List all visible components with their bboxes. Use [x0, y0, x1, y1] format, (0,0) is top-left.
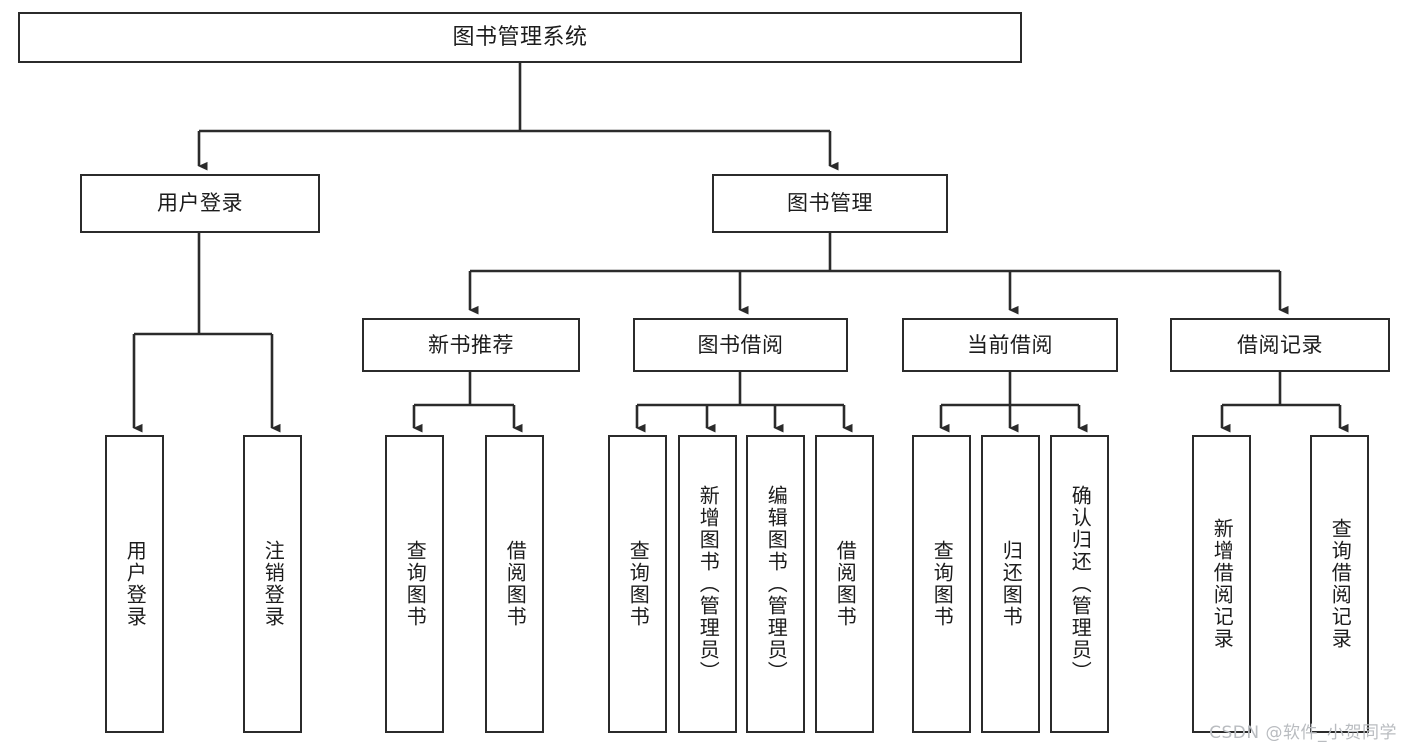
watermark: CSDN @软件_小贺同学	[1209, 723, 1397, 743]
leaf-add-borrow-record[interactable]: 新增借阅记录	[1192, 435, 1251, 733]
node-label: 新增图书（管理员）	[696, 485, 721, 683]
node-label: 借阅图书	[833, 540, 858, 628]
node-label: 当前借阅	[967, 332, 1053, 357]
node-label: 归还图书	[999, 540, 1024, 628]
node-book-borrow[interactable]: 图书借阅	[633, 318, 848, 372]
leaf-edit-book-admin[interactable]: 编辑图书（管理员）	[746, 435, 805, 733]
node-label: 借阅记录	[1237, 332, 1323, 357]
node-label: 确认归还（管理员）	[1068, 485, 1093, 683]
node-user-login[interactable]: 用户登录	[80, 174, 320, 233]
leaf-borrow-book[interactable]: 借阅图书	[815, 435, 874, 733]
node-label: 查询图书	[403, 540, 428, 628]
node-current-borrow[interactable]: 当前借阅	[902, 318, 1118, 372]
leaf-user-login[interactable]: 用户登录	[105, 435, 164, 733]
node-new-book-recommend[interactable]: 新书推荐	[362, 318, 580, 372]
leaf-query-borrow-record[interactable]: 查询借阅记录	[1310, 435, 1369, 733]
node-root[interactable]: 图书管理系统	[18, 12, 1022, 63]
node-borrow-record[interactable]: 借阅记录	[1170, 318, 1390, 372]
node-label: 注销登录	[261, 540, 286, 628]
leaf-current-query-book[interactable]: 查询图书	[912, 435, 971, 733]
node-label: 查询图书	[626, 540, 651, 628]
node-label: 图书管理系统	[452, 24, 588, 50]
leaf-add-book-admin[interactable]: 新增图书（管理员）	[678, 435, 737, 733]
node-label: 查询图书	[930, 540, 955, 628]
node-label: 借阅图书	[503, 540, 528, 628]
leaf-logout[interactable]: 注销登录	[243, 435, 302, 733]
leaf-new-book-borrow[interactable]: 借阅图书	[485, 435, 544, 733]
node-book-management[interactable]: 图书管理	[712, 174, 948, 233]
node-label: 用户登录	[157, 191, 243, 216]
node-label: 新书推荐	[428, 332, 514, 357]
node-label: 图书借阅	[697, 332, 784, 357]
node-label: 图书管理	[787, 191, 873, 216]
node-label: 用户登录	[123, 540, 148, 628]
leaf-borrow-query-book[interactable]: 查询图书	[608, 435, 667, 733]
leaf-new-book-query[interactable]: 查询图书	[385, 435, 444, 733]
leaf-return-book[interactable]: 归还图书	[981, 435, 1040, 733]
leaf-confirm-return-admin[interactable]: 确认归还（管理员）	[1050, 435, 1109, 733]
node-label: 新增借阅记录	[1210, 518, 1235, 650]
node-label: 编辑图书（管理员）	[764, 485, 789, 683]
node-label: 查询借阅记录	[1328, 518, 1353, 650]
